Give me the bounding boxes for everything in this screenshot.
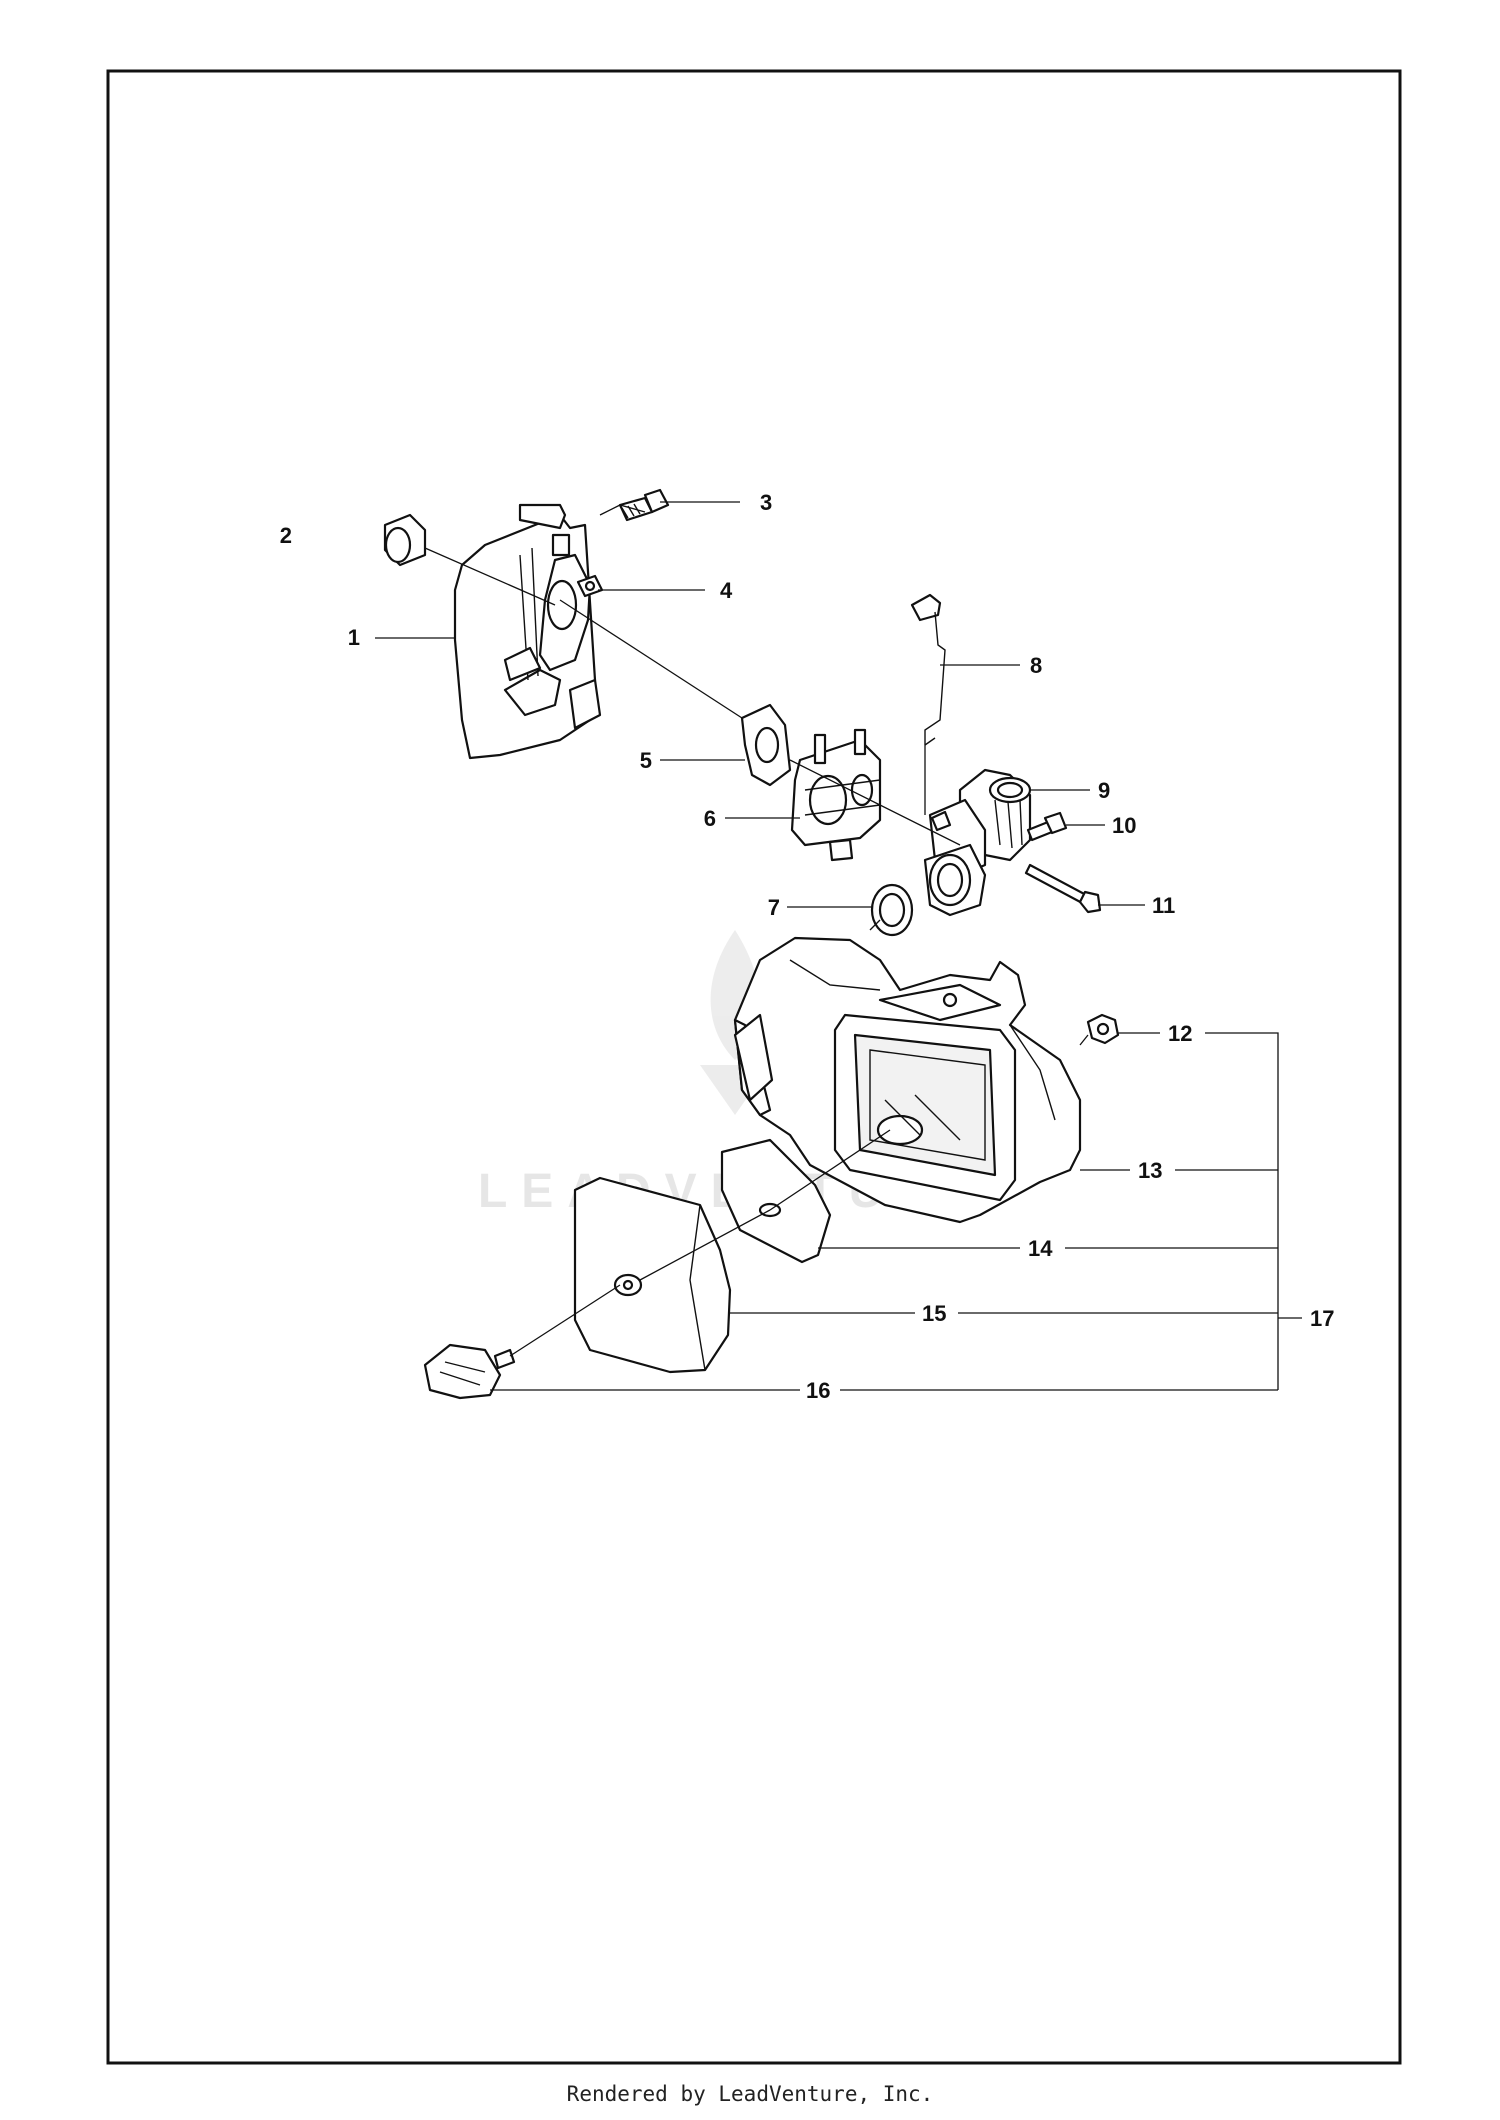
callout-16: 16 <box>806 1378 830 1403</box>
callout-12: 12 <box>1168 1021 1192 1046</box>
callout-7: 7 <box>768 895 780 920</box>
callout-4: 4 <box>720 578 733 603</box>
part-1-cover <box>453 503 602 760</box>
callout-14: 14 <box>1028 1236 1053 1261</box>
callout-3: 3 <box>760 490 772 515</box>
callout-13: 13 <box>1138 1158 1162 1183</box>
leader-lines <box>375 501 1302 1391</box>
part-2-grommet <box>383 513 427 567</box>
callout-6: 6 <box>704 806 716 831</box>
callout-11: 11 <box>1152 893 1175 918</box>
part-10-screw <box>1026 811 1068 842</box>
callout-15: 15 <box>922 1301 946 1326</box>
part-11-bolt <box>1024 863 1102 914</box>
diagram-frame <box>106 69 1402 2065</box>
part-5-gasket <box>740 703 792 787</box>
part-16-knob <box>423 1343 516 1400</box>
callout-1: 1 <box>348 625 360 650</box>
callout-2: 2 <box>280 523 292 548</box>
part-12-nut <box>1086 1013 1120 1045</box>
footer-credit: Rendered by LeadVenture, Inc. <box>566 2082 934 2106</box>
part-6-carburetor <box>790 728 882 862</box>
callout-labels: 1 2 3 4 5 6 7 8 9 10 11 12 13 14 15 16 1… <box>280 490 1335 1403</box>
callout-10: 10 <box>1112 813 1136 838</box>
part-9-intake <box>923 768 1032 917</box>
callout-9: 9 <box>1098 778 1110 803</box>
part-15-filter-cover <box>573 1176 732 1374</box>
callout-17: 17 <box>1310 1306 1334 1331</box>
callout-5: 5 <box>640 748 652 773</box>
part-13-filter-housing <box>733 936 1082 1224</box>
part-7-seal-ring <box>870 883 914 937</box>
part-3-screw <box>618 488 670 522</box>
callout-8: 8 <box>1030 653 1042 678</box>
part-8-choke-rod <box>910 593 946 746</box>
part-4-nut <box>576 574 604 598</box>
